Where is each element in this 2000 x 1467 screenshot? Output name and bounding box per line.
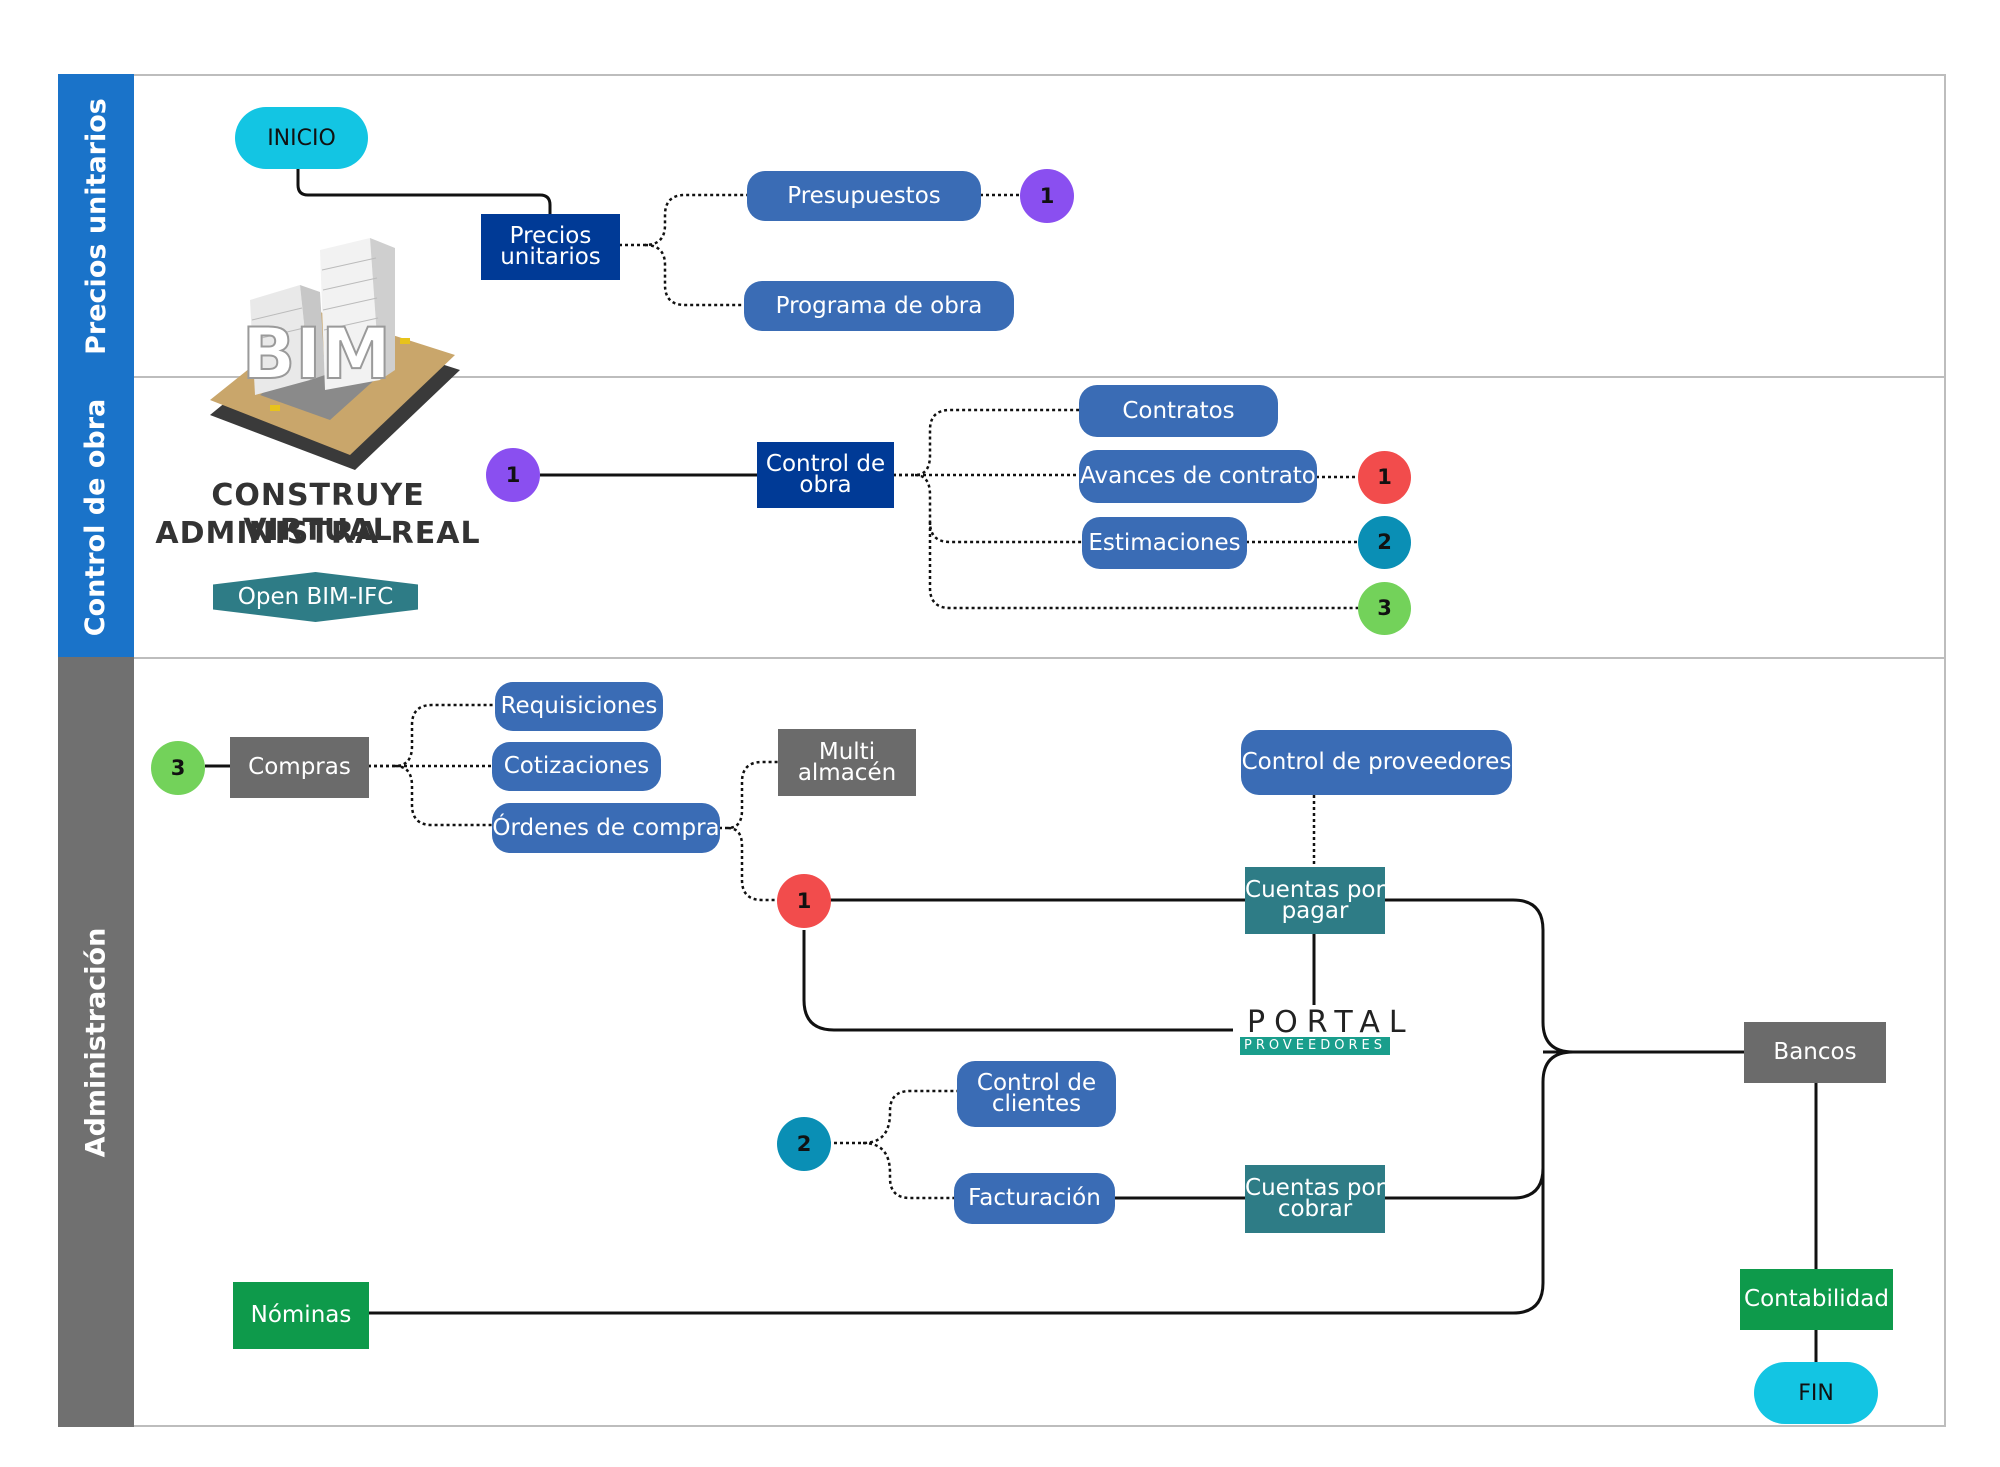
contabilidad-node: Contabilidad xyxy=(1740,1269,1893,1330)
requisiciones-node: Requisiciones xyxy=(495,682,663,731)
multi-almacen-node: Multi almacén xyxy=(778,729,916,796)
cuentas-por-pagar-node: Cuentas por pagar xyxy=(1245,867,1385,934)
connector-1-purple: 1 xyxy=(1020,169,1074,223)
line-cxc-bancos xyxy=(1385,1050,1574,1200)
fin-node: FIN xyxy=(1754,1362,1878,1424)
portal-proveedores-label: PROVEEDORES xyxy=(1240,1037,1390,1055)
dots-precios-presupuestos xyxy=(619,193,747,247)
avances-de-contrato-node: Avances de contrato xyxy=(1079,450,1317,503)
presupuestos-node: Presupuestos xyxy=(747,171,981,221)
contratos-node: Contratos xyxy=(1079,385,1278,437)
bim-logo-text: BIM xyxy=(242,313,391,395)
compras-node: Compras xyxy=(230,737,369,798)
connector-2-teal: 2 xyxy=(1358,516,1411,569)
cuentas-por-cobrar-node: Cuentas por cobrar xyxy=(1245,1165,1385,1233)
connector-1-purple-control: 1 xyxy=(486,448,540,502)
dots-control-estimaciones xyxy=(914,473,1082,544)
lane-label-control: Control de obra xyxy=(58,376,134,659)
connector-3-green: 3 xyxy=(1358,582,1411,635)
dots-control-contratos xyxy=(893,408,1079,477)
dots-ordenes-c1 xyxy=(727,826,778,902)
bancos-node: Bancos xyxy=(1744,1022,1886,1083)
programa-de-obra-node: Programa de obra xyxy=(744,281,1014,331)
connector-1-red-admin: 1 xyxy=(777,874,831,928)
connector-2-teal-admin: 2 xyxy=(777,1117,831,1171)
dots-control-c3 xyxy=(928,522,1358,610)
precios-unitarios-node: Precios unitarios xyxy=(481,214,620,280)
facturacion-node: Facturación xyxy=(954,1173,1115,1224)
line-nominas-bancos xyxy=(368,1082,1545,1315)
dots-c2-clientes xyxy=(828,1089,957,1145)
control-de-clientes-node: Control de clientes xyxy=(957,1061,1116,1127)
bim-building-illustration: BIM xyxy=(210,238,460,470)
tagline-construye: CONSTRUYE VIRTUAL xyxy=(211,478,425,548)
dots-ordenes-multi xyxy=(719,760,778,830)
control-de-obra-node: Control de obra xyxy=(757,442,894,508)
line-inicio-precios xyxy=(296,168,552,215)
portal-logo-text: PORTAL xyxy=(1247,1005,1415,1040)
estimaciones-node: Estimaciones xyxy=(1082,517,1247,569)
ordenes-de-compra-node: Órdenes de compra xyxy=(492,803,720,853)
inicio-node: INICIO xyxy=(235,107,368,169)
connector-1-red: 1 xyxy=(1358,451,1411,504)
lane-label-administracion: Administración xyxy=(58,657,134,1427)
dots-precios-programa xyxy=(644,243,744,307)
line-cxp-bancos xyxy=(1385,898,1574,1054)
dots-c2-facturacion xyxy=(862,1141,954,1200)
dots-compras-ordenes xyxy=(394,764,492,827)
lane-label-precios: Precios unitarios xyxy=(58,74,134,378)
cotizaciones-node: Cotizaciones xyxy=(492,742,661,791)
dots-compras-requisiciones xyxy=(368,703,495,768)
nominas-node: Nóminas xyxy=(233,1282,369,1349)
control-de-proveedores-node: Control de proveedores xyxy=(1241,730,1512,795)
connector-3-green-admin: 3 xyxy=(151,741,205,795)
line-c1red-portal xyxy=(802,930,1233,1032)
tagline-administra: ADMINISTRA REAL xyxy=(155,516,481,551)
